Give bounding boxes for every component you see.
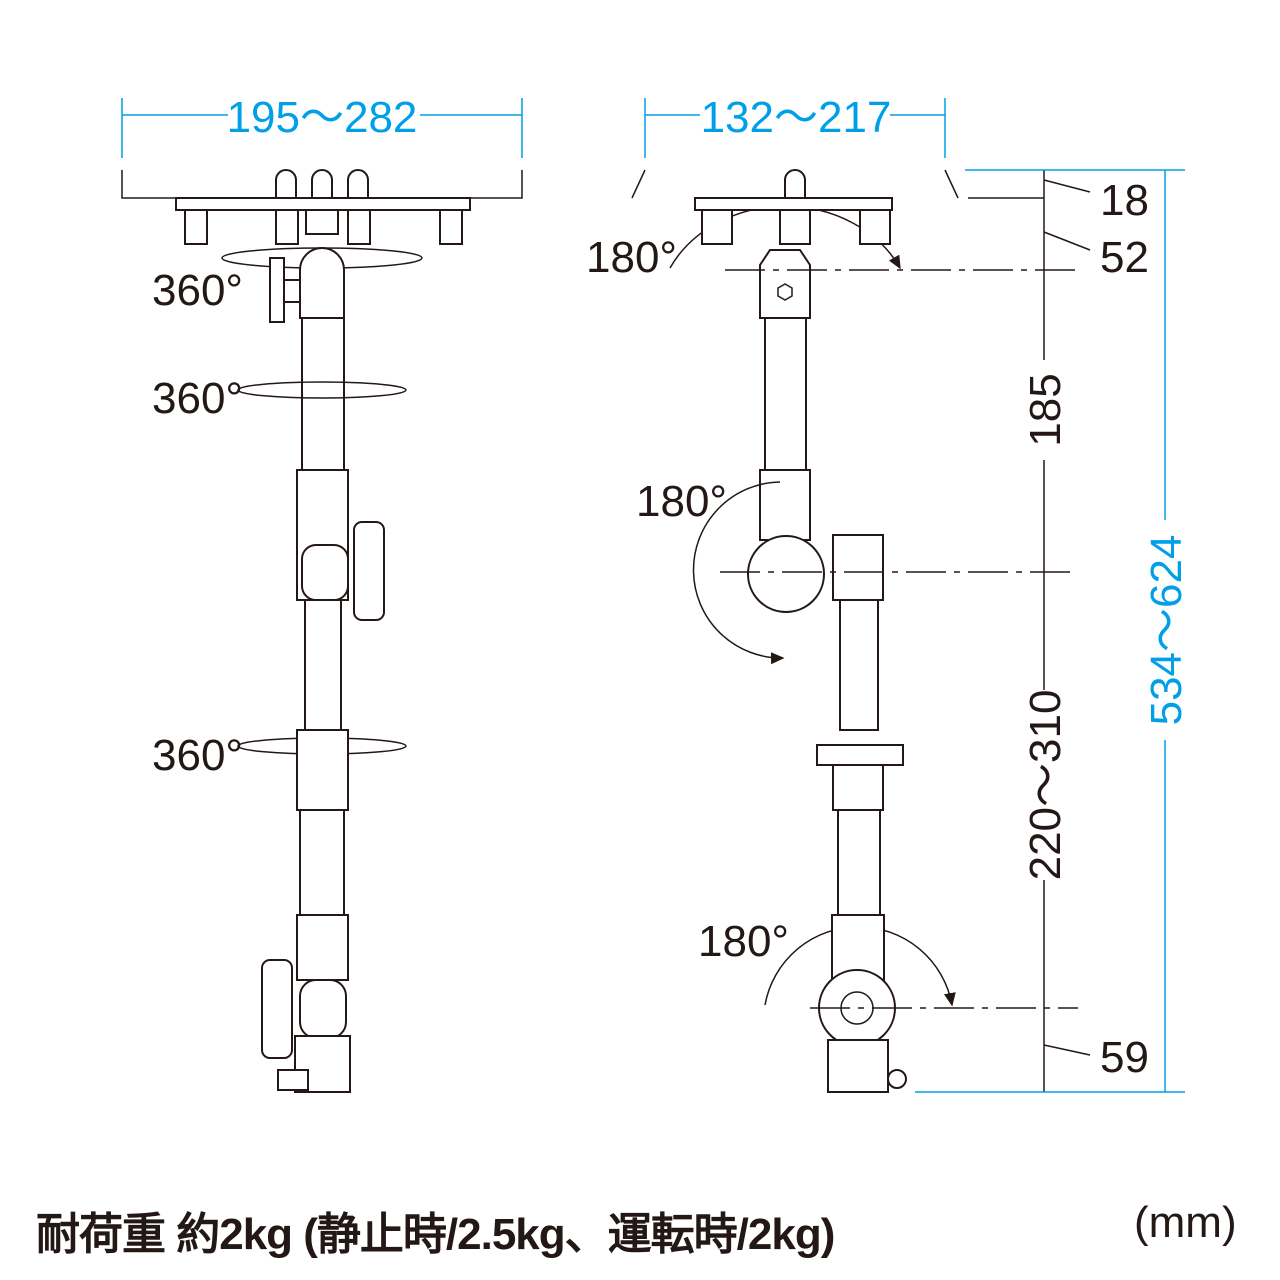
- rotation-label-right-mid: 180°: [636, 477, 727, 526]
- ball-joint: [299, 247, 345, 319]
- front-view: 195〜282 360° 360° 360°: [121, 93, 523, 1093]
- plate-feet: [184, 209, 463, 245]
- side-view: 132〜217 180° 180° 180°: [586, 93, 1078, 1093]
- load-capacity-caption: 耐荷重 約2kg (静止時/2.5kg、運転時/2kg): [36, 1210, 835, 1259]
- unit-label: (mm): [1134, 1198, 1237, 1247]
- bottom-knob: [261, 959, 293, 1059]
- rotation-arrow-tilt-mid: [692, 481, 785, 665]
- width-dimension-line-left: [121, 98, 523, 158]
- rotation-label-low: 360°: [152, 731, 243, 780]
- side-plate: [694, 197, 893, 211]
- base-screw: [277, 1069, 309, 1091]
- mount-plate: [175, 197, 471, 211]
- rotation-arrow-mid: [237, 381, 407, 399]
- width-label-left: 195〜282: [227, 93, 418, 142]
- hex-bolt-icon: [777, 283, 793, 301]
- upper-pole: [301, 317, 345, 471]
- side-knob: [747, 535, 825, 613]
- offset-label-59: 59: [1100, 1033, 1149, 1082]
- ball-lock-knob: [269, 257, 285, 323]
- height-dimensions: 18 52 59 185 220〜310 534〜624: [915, 169, 1191, 1093]
- middle-knob: [353, 521, 385, 621]
- rotation-label-top: 360°: [152, 266, 243, 315]
- total-height-label: 534〜624: [1142, 535, 1191, 726]
- rotation-label-right-low: 180°: [698, 917, 789, 966]
- offset-label-52: 52: [1100, 233, 1149, 282]
- upper-arm-length: 185: [1021, 373, 1070, 446]
- width-label-right: 132〜217: [701, 93, 892, 142]
- middle-ball: [301, 544, 349, 601]
- bottom-ball: [299, 979, 347, 1039]
- bottom-pole: [299, 809, 345, 916]
- lower-pole: [304, 599, 342, 731]
- clamp-loops: [275, 169, 369, 198]
- side-clamp-ring: [816, 744, 904, 766]
- pole-collar: [296, 729, 349, 811]
- rotation-label-right-top: 180°: [586, 233, 677, 282]
- side-base: [827, 1039, 889, 1093]
- lower-arm-length: 220〜310: [1021, 690, 1070, 881]
- bottom-joint: [296, 914, 349, 981]
- rotation-label-mid: 360°: [152, 374, 243, 423]
- offset-label-18: 18: [1100, 176, 1149, 225]
